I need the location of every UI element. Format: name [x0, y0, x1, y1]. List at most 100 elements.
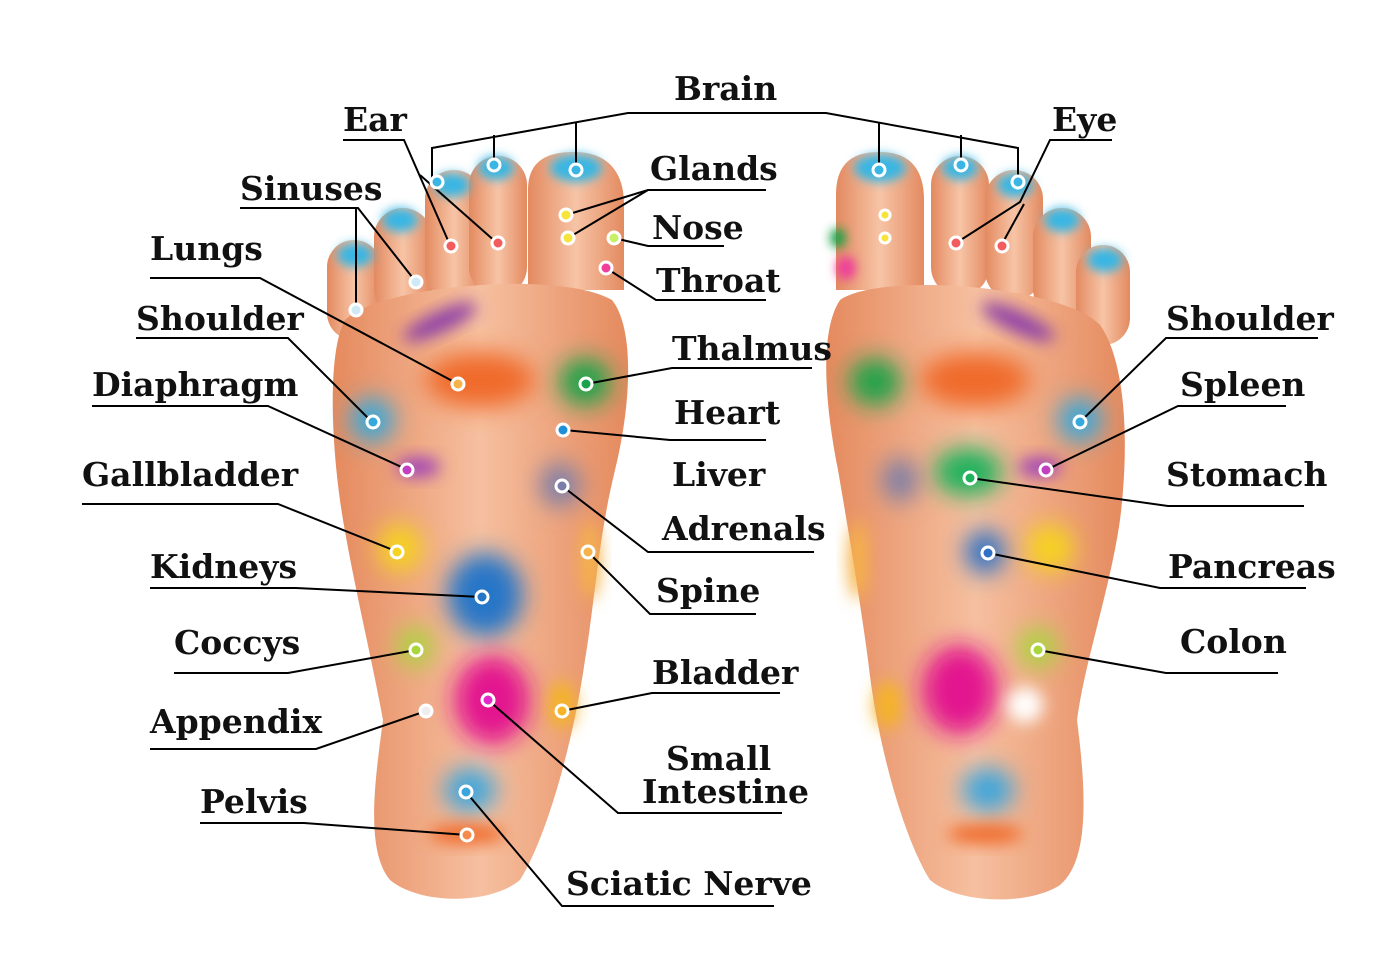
label-colon: Colon	[1180, 622, 1287, 661]
nose-point	[606, 230, 622, 246]
glands-point-1	[558, 207, 574, 223]
eye-leader	[955, 139, 1112, 244]
label-pelvis: Pelvis	[200, 782, 308, 821]
brain-point-3	[568, 162, 584, 178]
right-big-toe	[836, 152, 924, 290]
left-big-toe	[528, 152, 624, 290]
label-small-intestine-1: Small	[666, 739, 771, 778]
kidneys-leader	[150, 587, 483, 598]
shoulder-right-point	[1072, 414, 1088, 430]
glands-point-2	[560, 230, 576, 246]
spine-leader	[587, 551, 756, 615]
label-bladder: Bladder	[652, 653, 799, 692]
eye-leader-b	[1001, 203, 1025, 245]
pelvis-point	[459, 827, 475, 843]
label-brain: Brain	[674, 69, 777, 108]
appendix-point	[418, 703, 434, 719]
thalmus-point	[578, 376, 594, 392]
label-lungs: Lungs	[150, 229, 263, 268]
label-shoulder-right: Shoulder	[1166, 299, 1334, 338]
colon-leader	[1037, 649, 1278, 674]
brain-point-5	[953, 157, 969, 173]
kidneys-point	[474, 589, 490, 605]
gallbladder-point	[389, 544, 405, 560]
bladder-point	[554, 703, 570, 719]
label-small-intestine-2: Intestine	[642, 772, 809, 811]
brain-point-6	[1010, 174, 1026, 190]
label-coccys: Coccys	[174, 623, 300, 662]
brain-point-4	[871, 162, 887, 178]
right-toe-3	[985, 170, 1043, 300]
label-pancreas: Pancreas	[1168, 547, 1336, 586]
label-nose: Nose	[652, 208, 744, 247]
shoulder-left-leader	[136, 337, 373, 423]
label-ear: Ear	[343, 100, 408, 139]
ear-point-2	[490, 235, 506, 251]
brain-point-2	[486, 157, 502, 173]
right-sole	[826, 285, 1125, 900]
label-liver: Liver	[672, 455, 766, 494]
left-toe-4	[374, 208, 432, 318]
pancreas-point	[980, 545, 996, 561]
label-heart: Heart	[674, 393, 781, 432]
lungs-leader	[150, 277, 459, 385]
spleen-point	[1038, 462, 1054, 478]
pancreas-leader	[987, 552, 1306, 589]
adrenals-leader	[561, 485, 814, 553]
throat-point	[598, 260, 614, 276]
pelvis-leader	[200, 822, 468, 836]
label-sinuses: Sinuses	[240, 169, 383, 208]
diaphragm-point	[399, 462, 415, 478]
sinuses-leader	[240, 207, 417, 283]
eye-point-2	[994, 238, 1010, 254]
liver-point	[554, 478, 570, 494]
label-appendix: Appendix	[149, 702, 322, 741]
label-stomach: Stomach	[1166, 455, 1327, 494]
appendix-leader	[150, 710, 427, 750]
coccys-leader	[174, 649, 417, 674]
sciatic-point	[458, 784, 474, 800]
label-gallbladder: Gallbladder	[82, 455, 299, 494]
label-thalmus: Thalmus	[672, 329, 832, 368]
labels: Brain Ear Eye Sinuses Glands Nose Throat…	[82, 69, 1336, 903]
label-diaphragm: Diaphragm	[92, 365, 298, 404]
right-foot	[826, 152, 1130, 900]
brain-leader	[431, 112, 1019, 185]
left-toe-2	[469, 156, 527, 296]
gallbladder-leader	[82, 503, 399, 553]
throat-leader	[605, 267, 766, 301]
shoulder-right-leader	[1079, 337, 1318, 423]
right-toe-2	[931, 156, 989, 296]
ear-point-1	[443, 238, 459, 254]
label-spine: Spine	[656, 571, 760, 610]
sinuses-point-2	[348, 302, 364, 318]
label-throat: Throat	[656, 261, 781, 300]
label-adrenals: Adrenals	[661, 509, 826, 548]
sinuses-point-1	[408, 274, 424, 290]
left-foot	[327, 152, 629, 899]
heart-leader	[563, 429, 766, 441]
small-intestine-leader	[487, 699, 782, 814]
label-shoulder-left: Shoulder	[136, 299, 304, 338]
label-spleen: Spleen	[1180, 365, 1305, 404]
stomach-leader	[969, 477, 1304, 507]
colon-point	[1030, 642, 1046, 658]
glands-point-r2	[878, 231, 892, 245]
label-sciatic-nerve: Sciatic Nerve	[566, 864, 812, 903]
glands-point-r1	[878, 208, 892, 222]
lungs-point	[450, 376, 466, 392]
thalmus-leader	[585, 367, 812, 385]
label-kidneys: Kidneys	[150, 547, 297, 586]
brain-point-1	[429, 174, 445, 190]
sciatic-nerve-leader	[465, 791, 774, 907]
coccys-point	[408, 642, 424, 658]
label-eye: Eye	[1052, 100, 1117, 139]
label-glands: Glands	[650, 149, 778, 188]
right-sole-zones	[830, 154, 1123, 844]
bladder-leader	[561, 692, 780, 712]
diaphragm-leader	[92, 405, 409, 471]
nose-leader	[613, 237, 724, 247]
left-toe-3	[425, 170, 483, 300]
stomach-point	[962, 470, 978, 486]
